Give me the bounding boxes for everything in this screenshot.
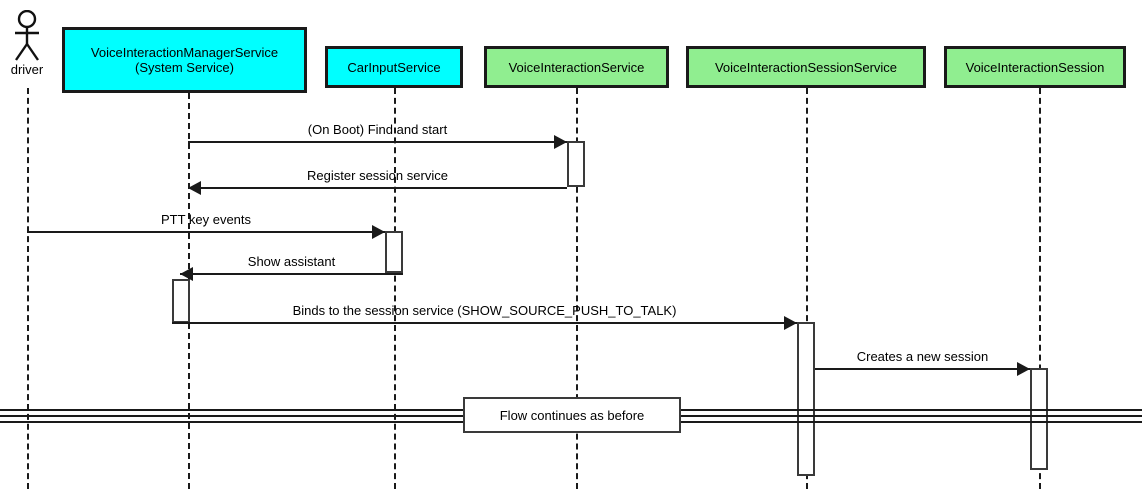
lifeline-carinput bbox=[394, 88, 396, 489]
participant-vsession[interactable]: VoiceInteractionSession bbox=[944, 46, 1126, 88]
act-vis-boot bbox=[567, 141, 585, 187]
msg-ptt-key-events-arrowhead bbox=[372, 225, 385, 239]
lifeline-vis bbox=[576, 88, 578, 489]
participant-label-vis: VoiceInteractionService bbox=[508, 59, 645, 75]
msg-ptt-key-events-label: PTT key events bbox=[160, 212, 252, 227]
flow-break-note: Flow continues as before bbox=[463, 397, 681, 433]
msg-register-session-service bbox=[188, 187, 567, 189]
msg-find-and-start bbox=[188, 141, 567, 143]
lifeline-driver bbox=[27, 88, 29, 489]
msg-creates-a-new-session-label: Creates a new session bbox=[856, 349, 989, 364]
participant-vis[interactable]: VoiceInteractionService bbox=[484, 46, 669, 88]
msg-show-assistant bbox=[180, 273, 403, 275]
act-carinput bbox=[385, 231, 403, 273]
participant-vsessionservice[interactable]: VoiceInteractionSessionService bbox=[686, 46, 926, 88]
msg-binds-to-session-service-arrowhead bbox=[784, 316, 797, 330]
msg-creates-a-new-session bbox=[815, 368, 1030, 370]
actor-label: driver bbox=[10, 62, 44, 77]
msg-binds-to-session-service-label: Binds to the session service (SHOW_SOURC… bbox=[292, 303, 677, 318]
participant-label-vims: VoiceInteractionManagerService (System S… bbox=[90, 45, 279, 75]
msg-register-session-service-arrowhead bbox=[188, 181, 201, 195]
participant-label-carinput: CarInputService bbox=[347, 59, 441, 75]
msg-binds-to-session-service bbox=[172, 322, 797, 324]
participant-carinput[interactable]: CarInputService bbox=[325, 46, 463, 88]
msg-register-session-service-label: Register session service bbox=[307, 168, 448, 183]
participant-vims[interactable]: VoiceInteractionManagerService (System S… bbox=[62, 27, 307, 93]
msg-find-and-start-label: (On Boot) Find and start bbox=[307, 122, 448, 137]
act-vss-bind bbox=[797, 322, 815, 476]
msg-show-assistant-label: Show assistant bbox=[247, 254, 336, 269]
msg-find-and-start-arrowhead bbox=[554, 135, 567, 149]
msg-creates-a-new-session-arrowhead bbox=[1017, 362, 1030, 376]
act-vsession bbox=[1030, 368, 1048, 470]
flow-break-note-label: Flow continues as before bbox=[499, 407, 645, 423]
msg-ptt-key-events bbox=[27, 231, 385, 233]
lifeline-vsession bbox=[1039, 88, 1041, 489]
lifeline-vsessionservice bbox=[806, 88, 808, 489]
actor-driver bbox=[11, 9, 43, 67]
msg-show-assistant-arrowhead bbox=[180, 267, 193, 281]
participant-label-vsession: VoiceInteractionSession bbox=[965, 59, 1105, 75]
participant-label-vsessionservice: VoiceInteractionSessionService bbox=[714, 59, 898, 75]
